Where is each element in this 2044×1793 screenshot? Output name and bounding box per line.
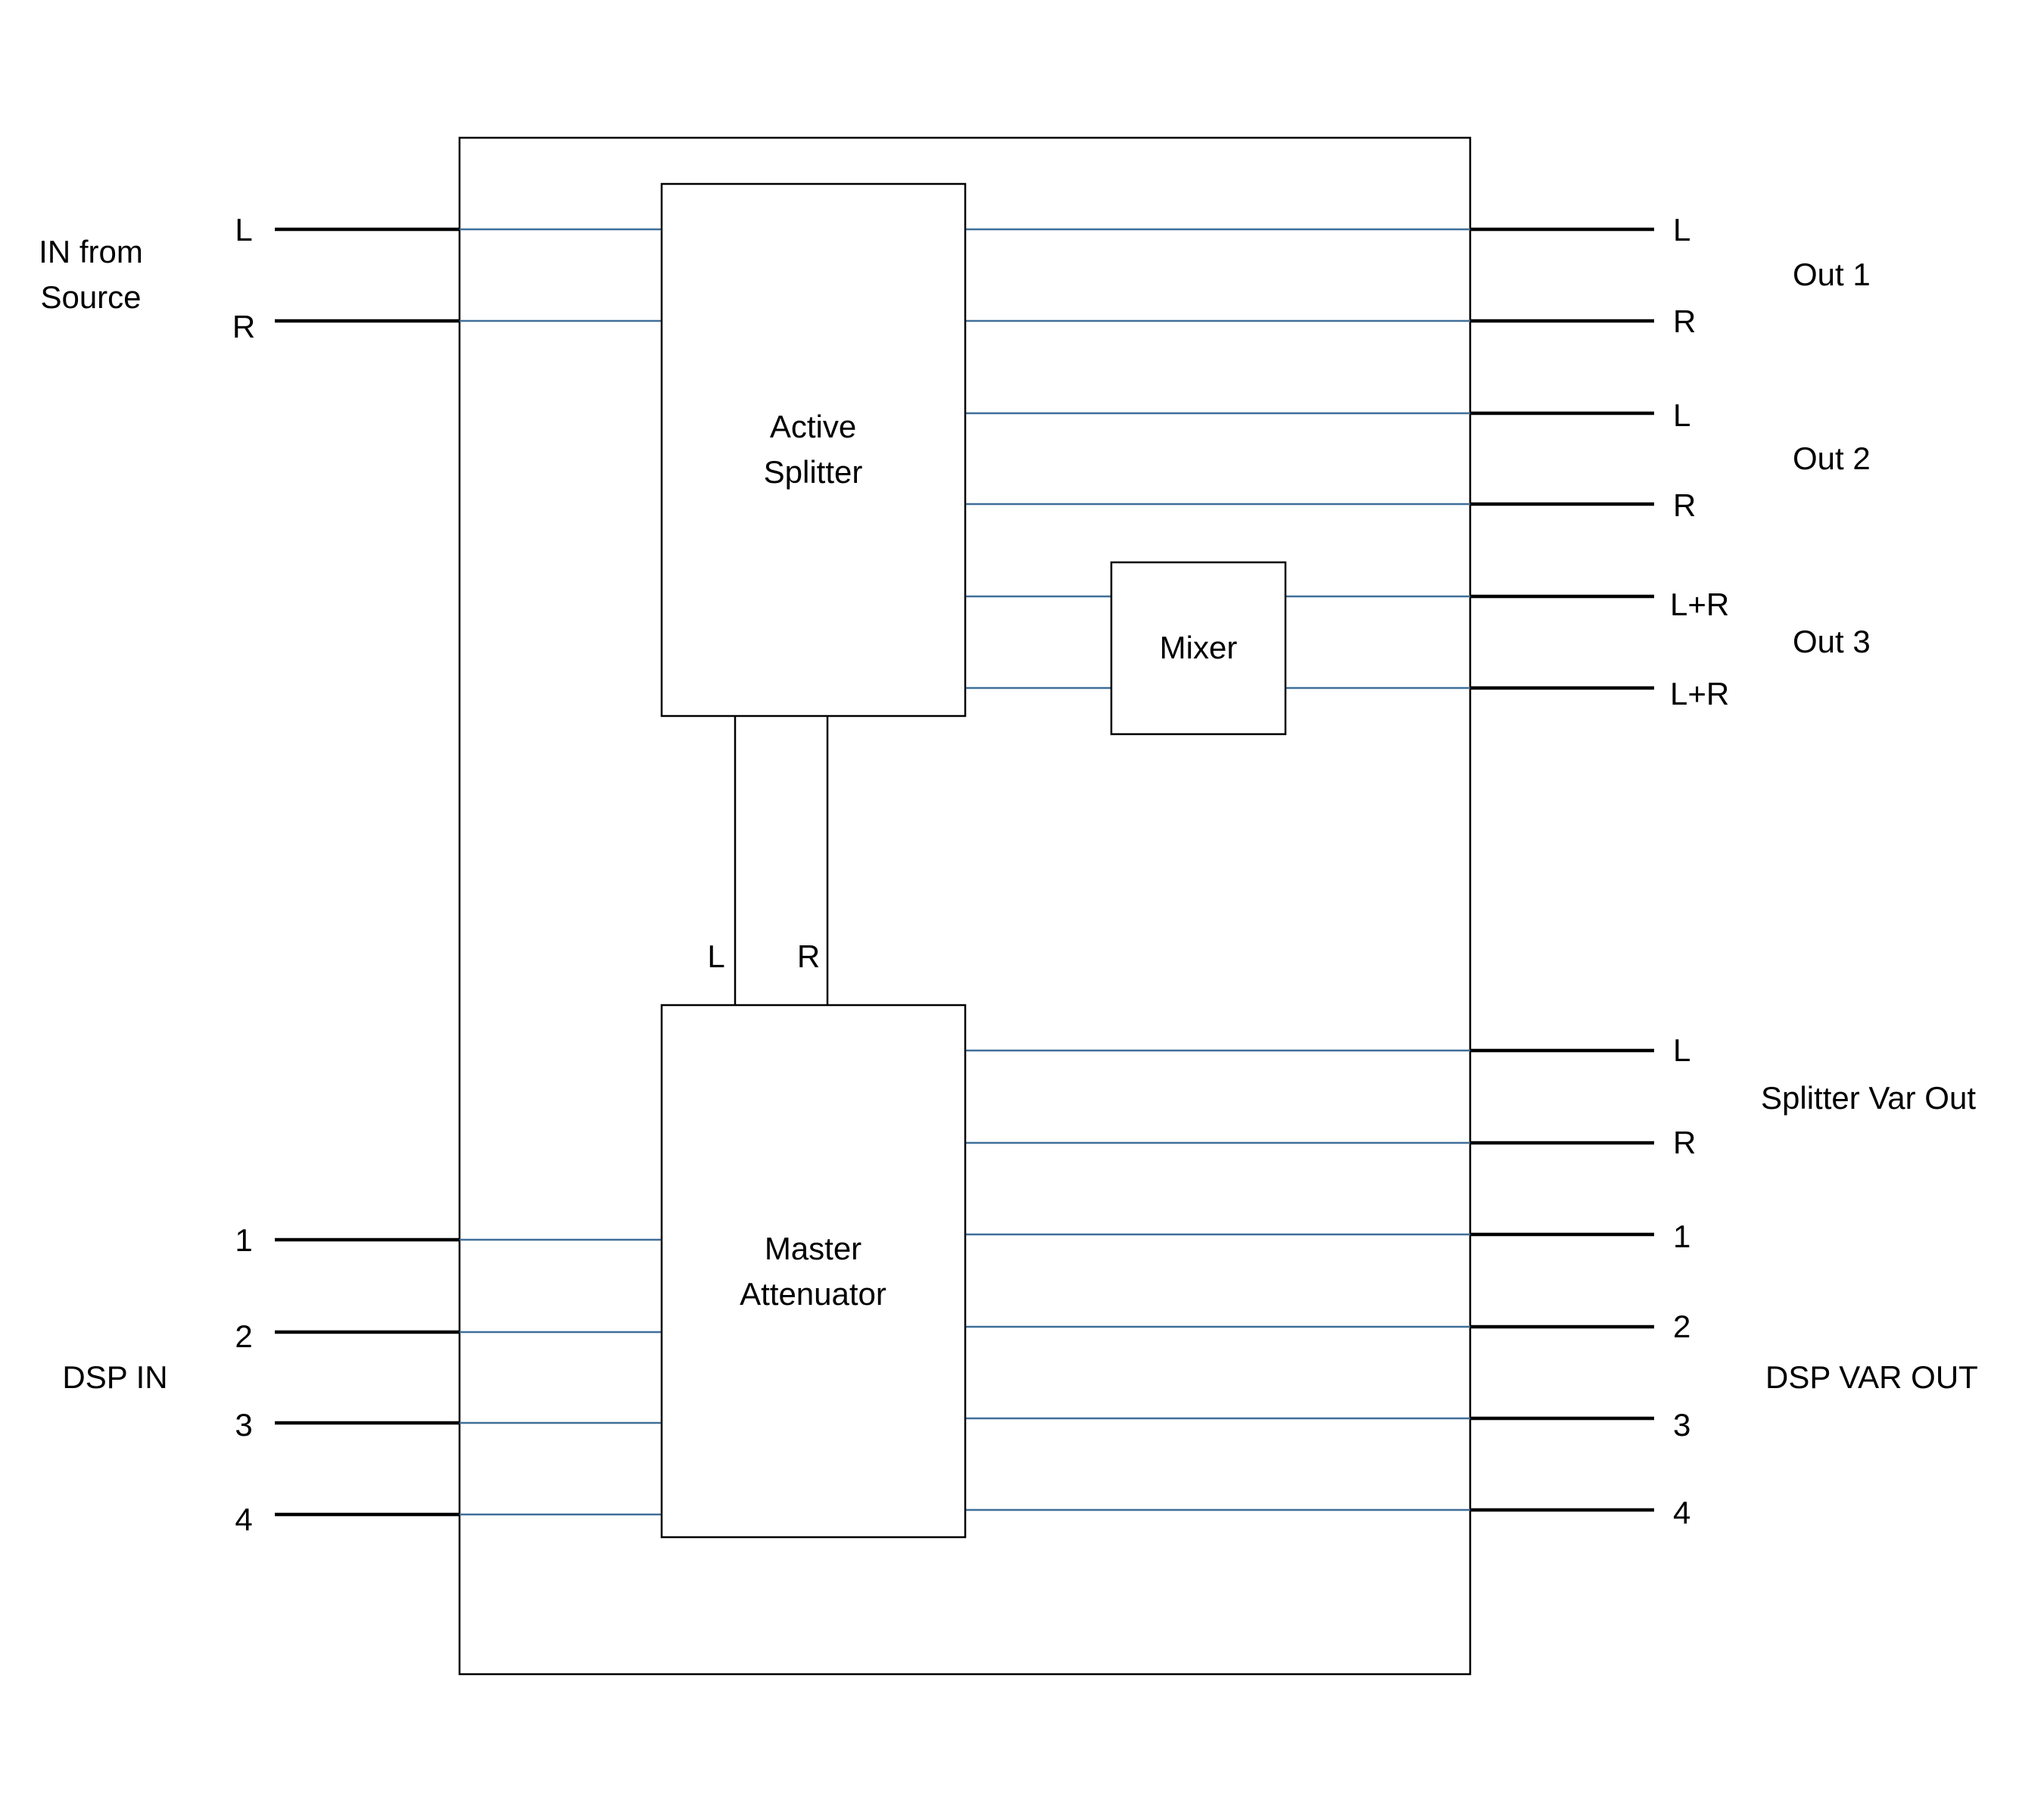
dsp-var-out-title: DSP VAR OUT xyxy=(1765,1359,1978,1395)
master-attenuator-block: Master Attenuator xyxy=(660,1004,967,1539)
dsp-var-out-3-label: 3 xyxy=(1673,1407,1690,1443)
out1-title: Out 1 xyxy=(1793,257,1871,292)
mixer-label: Mixer xyxy=(1160,630,1238,665)
master-attenuator-label-line2: Attenuator xyxy=(740,1276,886,1312)
source-input-title-line2: Source xyxy=(40,279,141,315)
active-splitter-label-line1: Active xyxy=(770,409,856,444)
source-input-title-line1: IN from xyxy=(39,234,143,269)
dsp-var-out-1-label: 1 xyxy=(1673,1219,1690,1254)
active-splitter-block: Active Splitter xyxy=(660,182,967,718)
master-attenuator-box xyxy=(660,1004,967,1539)
source-input-r-label: R xyxy=(232,309,255,344)
out2-r-label: R xyxy=(1673,487,1696,523)
out3-2-label: L+R xyxy=(1670,676,1729,711)
active-splitter-box xyxy=(660,182,967,718)
dsp-input-1-label: 1 xyxy=(235,1222,252,1258)
source-input-l-label: L xyxy=(235,212,252,247)
active-splitter-label-line2: Splitter xyxy=(764,454,863,490)
dsp-var-out-4-label: 4 xyxy=(1673,1495,1690,1530)
dsp-input-2-label: 2 xyxy=(235,1318,252,1354)
out3-title: Out 3 xyxy=(1793,624,1871,659)
dsp-input-title: DSP IN xyxy=(62,1359,167,1395)
splitter-var-out-title: Splitter Var Out xyxy=(1761,1080,1976,1116)
splitter-var-out-r-label: R xyxy=(1673,1125,1696,1160)
dsp-input-3-label: 3 xyxy=(235,1407,252,1443)
device-enclosure xyxy=(458,136,1472,1676)
splitter-var-out-l-label: L xyxy=(1673,1032,1690,1068)
out1-r-label: R xyxy=(1673,304,1696,339)
out2-title: Out 2 xyxy=(1793,440,1871,476)
mixer-box xyxy=(1110,561,1287,736)
out2-l-label: L xyxy=(1673,397,1690,433)
master-attenuator-label-line1: Master xyxy=(765,1231,862,1266)
out1-l-label: L xyxy=(1673,212,1690,247)
out3-1-label: L+R xyxy=(1670,587,1729,622)
dsp-input-4-label: 4 xyxy=(235,1502,252,1537)
splitter-to-attenuator-l-label: L xyxy=(707,939,724,974)
mixer-block: Mixer xyxy=(1110,561,1287,736)
dsp-var-out-2-label: 2 xyxy=(1673,1309,1690,1344)
splitter-to-attenuator-r-label: R xyxy=(797,939,820,974)
